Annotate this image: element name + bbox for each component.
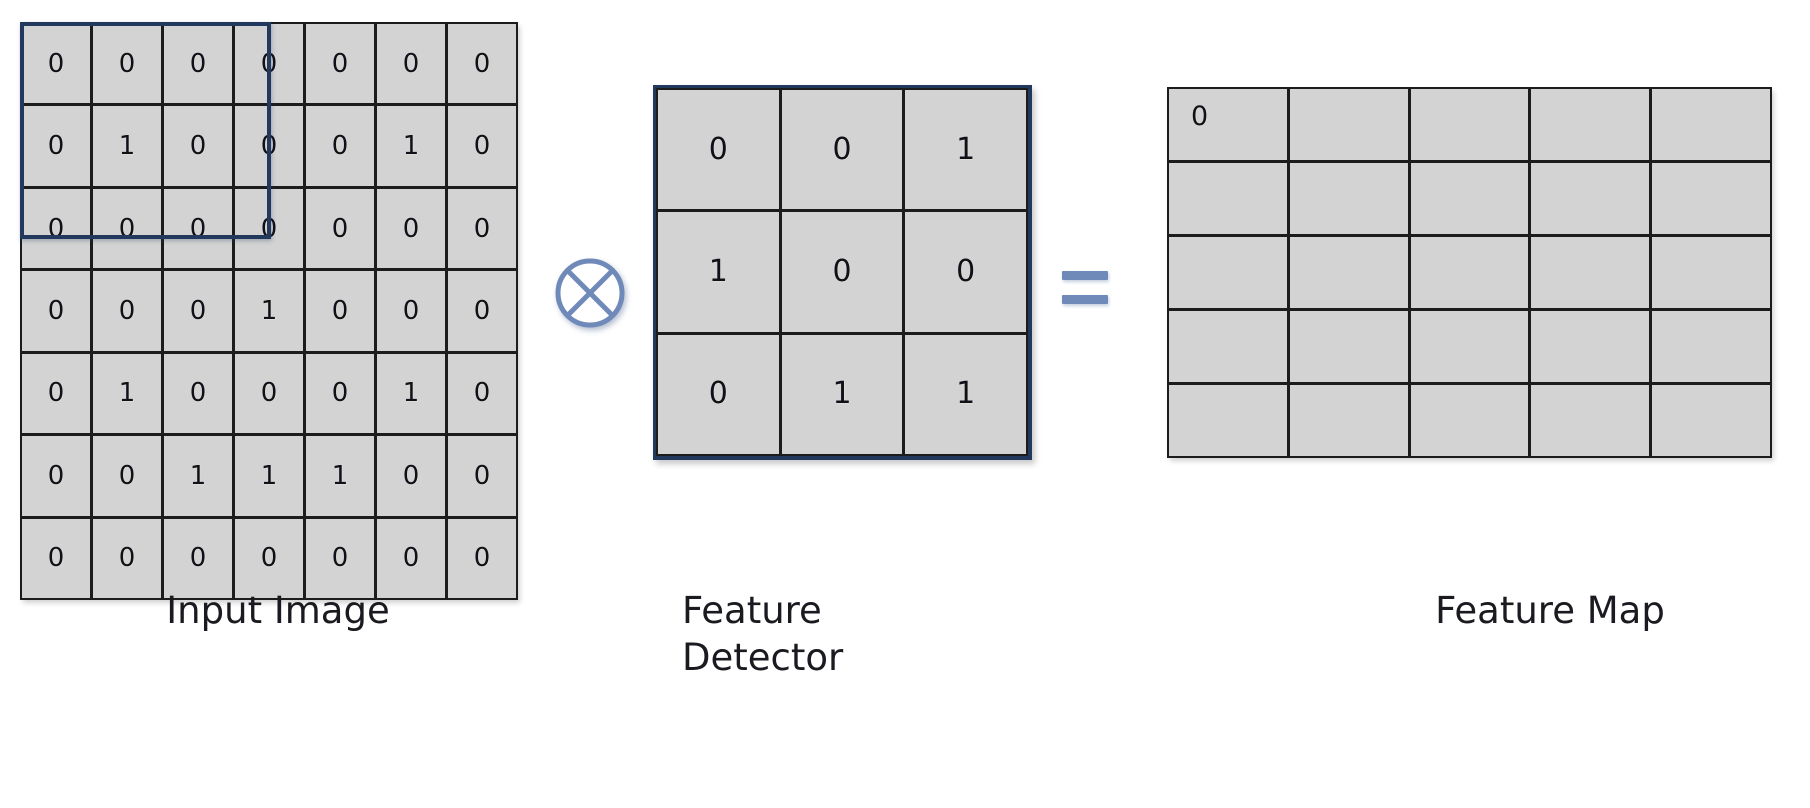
detector-cell-r1-c1: 0	[779, 210, 905, 334]
input-cell-r2-c5: 0	[375, 186, 447, 271]
input-cell-r1-c5: 1	[375, 104, 447, 188]
input-cell-r6-c6: 0	[446, 516, 518, 600]
map-cell-r1-c1	[1287, 161, 1410, 236]
map-cell-r2-c3	[1529, 235, 1652, 310]
equals-bar-bottom	[1062, 295, 1108, 304]
input-cell-r0-c3: 0	[233, 22, 305, 106]
equals-bar-top	[1062, 271, 1108, 280]
input-cell-r5-c1: 0	[91, 434, 163, 518]
detector-cell-r2-c1: 1	[779, 332, 905, 456]
input-cell-r1-c2: 0	[162, 104, 234, 188]
input-cell-r5-c6: 0	[446, 434, 518, 518]
map-cell-r0-c1	[1287, 87, 1410, 162]
input-cell-r0-c2: 0	[162, 22, 234, 106]
input-cell-r1-c1: 1	[91, 104, 163, 188]
input-cell-r4-c0: 0	[20, 351, 92, 436]
input-cell-r2-c0: 0	[20, 186, 92, 271]
map-cell-r1-c0	[1167, 161, 1289, 236]
input-cell-r4-c3: 0	[233, 351, 305, 436]
input-cell-r5-c2: 1	[162, 434, 234, 518]
map-cell-r2-c0	[1167, 235, 1289, 310]
map-cell-r1-c3	[1529, 161, 1652, 236]
input-cell-r4-c6: 0	[446, 351, 518, 436]
input-cell-r0-c6: 0	[446, 22, 518, 106]
input-cell-r1-c3: 0	[233, 104, 305, 188]
map-cell-r2-c4	[1650, 235, 1772, 310]
input-cell-r5-c0: 0	[20, 434, 92, 518]
detector-cell-r2-c2: 1	[903, 332, 1028, 456]
map-cell-r4-c3	[1529, 383, 1652, 458]
input-cell-r3-c0: 0	[20, 269, 92, 353]
input-cell-r6-c3: 0	[233, 516, 305, 600]
input-cell-r4-c1: 1	[91, 351, 163, 436]
detector-cell-r0-c0: 0	[656, 88, 781, 212]
equals-sign	[1062, 266, 1128, 312]
map-cell-r0-c4	[1650, 87, 1772, 162]
map-cell-r2-c2	[1408, 235, 1531, 310]
input-cell-r2-c2: 0	[162, 186, 234, 271]
feature-detector-label: Feature Detector	[682, 589, 844, 679]
input-cell-r6-c1: 0	[91, 516, 163, 600]
input-cell-r4-c5: 1	[375, 351, 447, 436]
detector-cell-r1-c2: 0	[903, 210, 1028, 334]
input-cell-r5-c5: 0	[375, 434, 447, 518]
input-cell-r1-c6: 0	[446, 104, 518, 188]
map-cell-r4-c0	[1167, 383, 1289, 458]
detector-cell-r2-c0: 0	[656, 332, 781, 456]
input-cell-r0-c5: 0	[375, 22, 447, 106]
feature-map-label: Feature Map	[1435, 589, 1665, 632]
map-cell-r0-c0: 0	[1167, 87, 1289, 162]
input-cell-r6-c5: 0	[375, 516, 447, 600]
map-cell-r1-c4	[1650, 161, 1772, 236]
detector-cell-r0-c2: 1	[903, 88, 1028, 212]
map-cell-r1-c2	[1408, 161, 1531, 236]
map-cell-r3-c3	[1529, 309, 1652, 384]
map-cell-r4-c4	[1650, 383, 1772, 458]
input-cell-r2-c3: 0	[233, 186, 305, 271]
map-cell-r3-c0	[1167, 309, 1289, 384]
map-cell-r3-c2	[1408, 309, 1531, 384]
input-cell-r0-c4: 0	[304, 22, 376, 106]
detector-cell-r0-c1: 0	[779, 88, 905, 212]
input-cell-r5-c3: 1	[233, 434, 305, 518]
map-cell-r2-c1	[1287, 235, 1410, 310]
input-cell-r3-c5: 0	[375, 269, 447, 353]
input-cell-r1-c4: 0	[304, 104, 376, 188]
map-cell-r3-c4	[1650, 309, 1772, 384]
input-cell-r2-c6: 0	[446, 186, 518, 271]
map-cell-r3-c1	[1287, 309, 1410, 384]
input-cell-r3-c4: 0	[304, 269, 376, 353]
input-image-label: Input Image	[166, 589, 390, 632]
input-cell-r3-c1: 0	[91, 269, 163, 353]
input-cell-r3-c6: 0	[446, 269, 518, 353]
input-cell-r4-c2: 0	[162, 351, 234, 436]
input-cell-r5-c4: 1	[304, 434, 376, 518]
map-cell-r4-c1	[1287, 383, 1410, 458]
map-cell-r0-c3	[1529, 87, 1652, 162]
input-cell-r3-c3: 1	[233, 269, 305, 353]
input-cell-r0-c1: 0	[91, 22, 163, 106]
convolution-operator-icon	[555, 258, 625, 328]
map-cell-r0-c2	[1408, 87, 1531, 162]
input-cell-r2-c4: 0	[304, 186, 376, 271]
input-cell-r0-c0: 0	[20, 22, 92, 106]
detector-cell-r1-c0: 1	[656, 210, 781, 334]
input-cell-r4-c4: 0	[304, 351, 376, 436]
input-cell-r3-c2: 0	[162, 269, 234, 353]
feature-map-grid: 0	[1167, 87, 1772, 458]
input-cell-r6-c2: 0	[162, 516, 234, 600]
input-cell-r2-c1: 0	[91, 186, 163, 271]
input-cell-r6-c0: 0	[20, 516, 92, 600]
input-cell-r1-c0: 0	[20, 104, 92, 188]
feature-detector-frame	[653, 85, 1032, 460]
map-cell-r4-c2	[1408, 383, 1531, 458]
